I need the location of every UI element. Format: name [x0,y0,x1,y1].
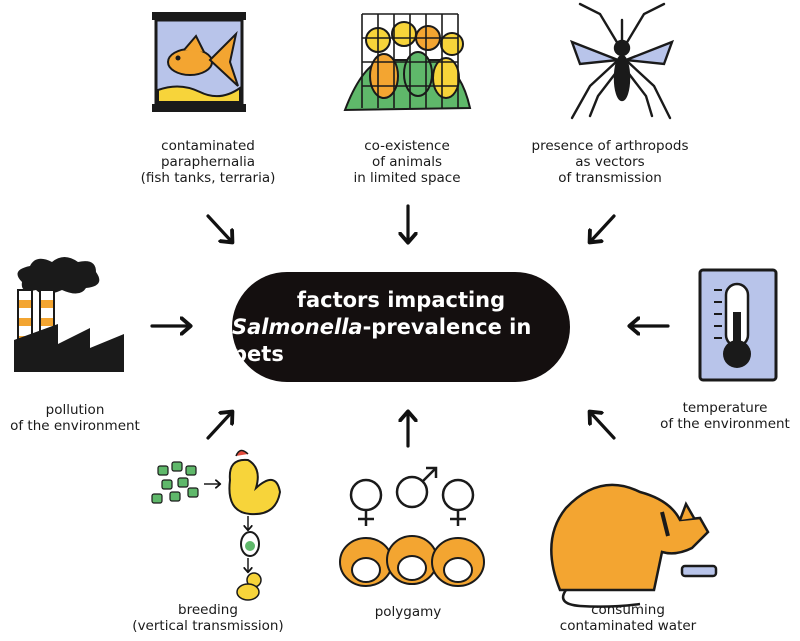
label-polygamy: polygamy [360,604,456,620]
label-line: as vectors [575,154,645,170]
arrow-arthropods [590,214,616,242]
label-arthropods: presence of arthropods as vectors of tra… [520,138,700,186]
label-line: of the environment [10,418,140,434]
cat-drinking-icon [550,483,718,608]
label-line: pollution [45,402,105,418]
label-line: in limited space [353,170,461,186]
label-line: contaminated [161,138,255,154]
label-pollution: pollution of the environment [0,402,150,434]
label-line: polygamy [374,604,442,620]
label-line: co-existence [364,138,450,154]
label-line: presence of arthropods [531,138,689,154]
label-coexistence: co-existence of animals in limited space [332,138,482,186]
central-title: factors impacting Salmonella-prevalence … [232,272,570,382]
genus-name: Salmonella [232,314,363,339]
label-breeding: breeding (vertical transmission) [118,602,298,634]
arrow-breeding [206,412,232,440]
title-line-2: Salmonella-prevalence in pets [232,314,570,368]
fish-tank-icon [152,12,246,112]
label-line: of transmission [558,170,662,186]
label-temperature: temperature of the environment [652,400,798,432]
label-line: (fish tanks, terraria) [140,170,276,186]
thermometer-icon [698,268,778,382]
label-line: (vertical transmission) [132,618,284,634]
title-line-1: factors impacting [296,287,506,312]
title-line-2-rest: -prevalence in pets [232,314,532,366]
arrow-paraphernalia [206,214,232,242]
hamsters-gender-icon [339,466,485,587]
label-line: of animals [371,154,443,170]
chicken-egg-icon [151,449,282,601]
factory-icon [14,257,124,372]
label-line: contaminated water [559,618,697,634]
label-line: breeding [178,602,238,618]
mosquito-icon [569,2,675,120]
arrow-water [590,412,616,440]
label-paraphernalia: contaminated paraphernalia (fish tanks, … [128,138,288,186]
label-line: paraphernalia [160,154,255,170]
parrots-cage-icon [343,13,472,112]
label-line: of the environment [660,416,790,432]
label-line: temperature [682,400,768,416]
